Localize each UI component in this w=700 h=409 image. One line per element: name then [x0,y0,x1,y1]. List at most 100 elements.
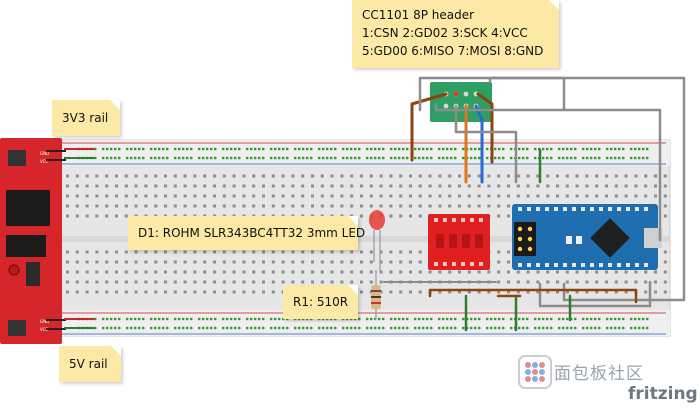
breadboard-hole [95,250,99,254]
cc1101-note-line2: 5:GD00 6:MISO 7:MOSI 8:GND [362,44,544,58]
rail-hole [310,147,313,151]
breadboard-hole [164,290,167,294]
rail-hole [470,147,473,151]
breadboard-hole [154,194,158,198]
rail-hole [94,326,97,330]
breadboard-hole [605,184,608,188]
breadboard-hole [115,280,118,284]
breadboard-hole [222,270,226,274]
rail-hole [494,326,497,330]
breadboard-hole [418,184,422,188]
rail-hole [250,326,253,330]
rail-hole [246,156,249,160]
breadboard-hole [418,250,422,254]
breadboard-hole [379,260,383,264]
breadboard-hole [546,290,550,294]
usb-port [6,235,46,257]
rail-hole [102,147,105,151]
arduino-pin [545,207,549,211]
rail-hole [106,156,109,160]
rail-hole [110,156,113,160]
rail-hole [402,326,405,330]
rail-hole [418,317,421,321]
breadboard-hole [262,280,265,284]
breadboard-hole [222,174,226,178]
breadboard-hole [95,204,99,208]
rail-hole [214,147,217,151]
level-shifter-pin [452,262,456,266]
breadboard-hole [458,270,461,274]
rail-hole [534,317,537,321]
rail-hole [590,156,593,160]
rail-hole [526,326,529,330]
arduino-pin [626,207,630,211]
rail-hole [402,317,405,321]
breadboard-hole [379,204,383,208]
breadboard-hole [291,280,295,284]
arduino-pin [518,263,522,267]
rail-hole [490,326,493,330]
breadboard-hole [115,290,118,294]
rail-hole [630,147,633,151]
rail-hole [642,326,645,330]
breadboard-hole [164,250,167,254]
breadboard-hole [546,280,550,284]
breadboard-hole [340,270,344,274]
breadboard-hole [311,194,314,198]
rail-hole [330,156,333,160]
rail-hole [598,317,601,321]
rail-hole [646,147,649,151]
rail-hole [610,147,613,151]
breadboard-hole [242,174,246,178]
breadboard-hole [389,270,393,274]
rail-hole [210,317,213,321]
watermark: 面包板社区 fritzing [518,353,698,409]
breadboard-hole [222,260,226,264]
rail-hole [226,156,229,160]
rail-hole [502,156,505,160]
rail-hole [642,317,645,321]
arduino-pin [626,263,630,267]
rail-hole [254,147,257,151]
rail-hole [110,326,113,330]
breadboard-hole [605,270,608,274]
level-shifter [428,214,490,270]
resistor-label: R1: 510R [293,295,349,309]
breadboard-hole [379,290,383,294]
breadboard-hole [262,194,265,198]
rail-hole [378,156,381,160]
breadboard-hole [546,174,550,178]
rail-hole [642,147,645,151]
rail-hole [302,326,305,330]
breadboard-hole [164,260,167,264]
rail-hole [174,147,177,151]
cc1101-header-board [430,82,492,122]
breadboard-hole [203,260,207,264]
rail-hole [158,326,161,330]
breadboard-hole [340,184,344,188]
rail-hole [302,317,305,321]
breadboard-hole [546,184,550,188]
breadboard-hole [124,214,128,218]
rail-hole [206,317,209,321]
breadboard-hole [252,290,256,294]
rail-hole [498,326,501,330]
level-shifter-pin [443,218,447,222]
level-shifter-chip [475,234,483,248]
icsp-pin [517,236,523,242]
rail-hole [138,326,141,330]
breadboard-hole [556,280,559,284]
rail-hole [206,326,209,330]
rail-hole [282,317,285,321]
rail-hole [118,147,121,151]
rail-hole [606,147,609,151]
breadboard-hole [360,184,363,188]
rail-hole [198,147,201,151]
rail-hole [206,147,209,151]
rail-hole [298,156,301,160]
rail-hole [358,317,361,321]
rail-hole [522,317,525,321]
rail-hole [446,147,449,151]
rail-hole [310,317,313,321]
rail-hole [374,147,377,151]
